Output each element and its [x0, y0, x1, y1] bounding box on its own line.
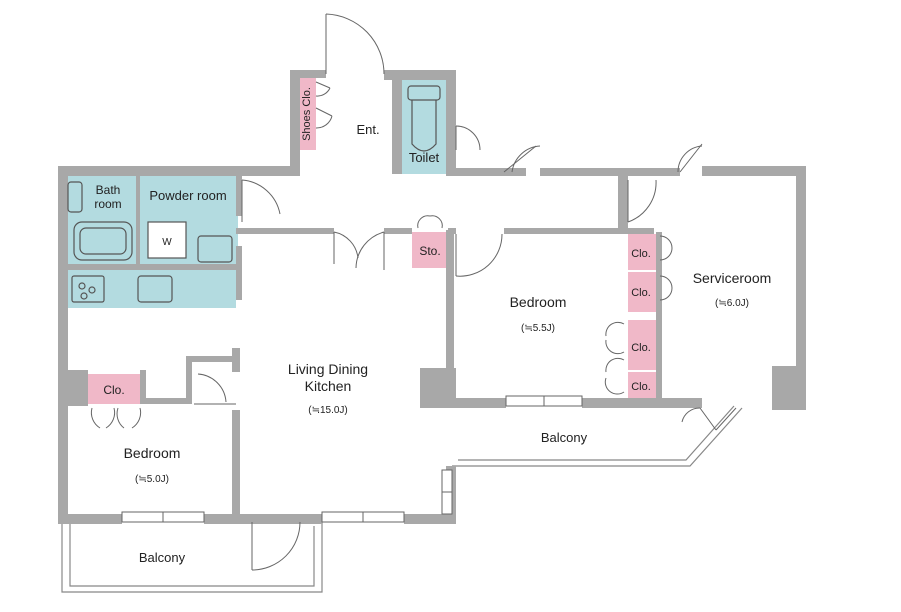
- toilet-label: Toilet: [409, 150, 440, 165]
- balcony-right-outline: [452, 405, 743, 467]
- serviceroom-size: (≒6.0J): [715, 298, 749, 309]
- closet-service-3-label: Clo.: [631, 342, 651, 354]
- closet-service-2: [628, 272, 656, 312]
- ldk-label-1: Living Dining: [288, 361, 368, 377]
- entrance-label: Ent.: [356, 122, 379, 137]
- windows: [121, 395, 583, 523]
- balcony-bottom-label: Balcony: [139, 550, 186, 565]
- doors: [90, 13, 737, 571]
- bathroom-area: [66, 176, 138, 266]
- storage-label: Sto.: [419, 244, 440, 258]
- balcony-right-label: Balcony: [541, 430, 588, 445]
- closet-left: [88, 374, 140, 404]
- closet-left-label: Clo.: [103, 383, 124, 397]
- closet-service-3: [628, 320, 656, 370]
- closet-service-4: [628, 372, 656, 400]
- bathroom-label-1: Bath: [96, 183, 121, 197]
- closet-service-1: [628, 234, 656, 270]
- bedroom-center-size: (≒5.5J): [521, 323, 555, 334]
- closet-service-1-label: Clo.: [631, 248, 651, 260]
- toilet-area: [402, 80, 446, 174]
- bedroom-left-size: (≒5.0J): [135, 474, 169, 485]
- bathroom-label-2: room: [94, 197, 121, 211]
- serviceroom-label: Serviceroom: [693, 270, 772, 286]
- ldk-size: (≒15.0J): [308, 405, 348, 416]
- shoes-closet: [298, 78, 316, 150]
- powder-room-label: Powder room: [149, 188, 226, 203]
- storage-closet: [412, 232, 448, 268]
- bedroom-center-label: Bedroom: [510, 294, 567, 310]
- fixtures: [67, 85, 441, 303]
- ldk-label-2: Kitchen: [305, 378, 352, 394]
- shoes-closet-label: Shoes Clo.: [301, 87, 313, 141]
- walls: [58, 70, 806, 524]
- closet-service-2-label: Clo.: [631, 287, 651, 299]
- washer-label: W: [162, 237, 172, 248]
- closet-service-4-label: Clo.: [631, 381, 651, 393]
- balcony-bottom-outline: [61, 520, 323, 593]
- bedroom-left-label: Bedroom: [124, 445, 181, 461]
